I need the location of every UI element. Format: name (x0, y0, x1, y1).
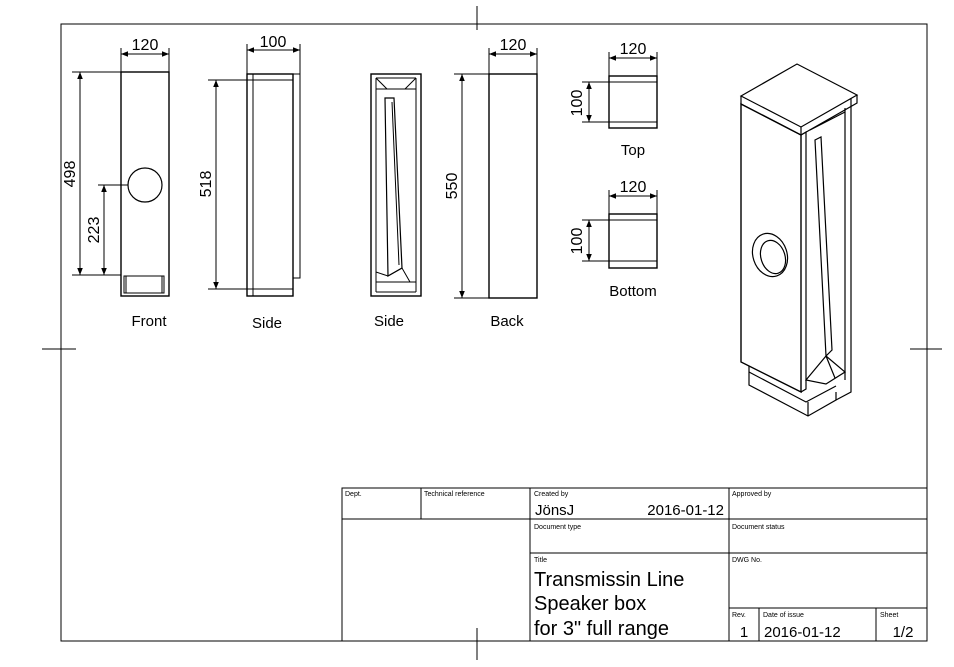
side1-width-dim: 100 (260, 34, 287, 51)
side-view-1 (208, 44, 301, 297)
bottom-view (582, 190, 658, 269)
date-of-issue-label: Date of issue (763, 612, 804, 619)
back-height-dim: 550 (444, 173, 461, 200)
title-line-3: for 3" full range (534, 618, 669, 640)
technical-reference-label: Technical reference (424, 491, 485, 498)
back-width-dim: 120 (500, 37, 527, 54)
title-block (341, 487, 928, 642)
front-height-dim: 498 (62, 161, 79, 188)
top-view (582, 52, 658, 129)
approved-by-label: Approved by (732, 491, 772, 498)
document-type-label: Document type (534, 524, 581, 531)
bottom-width-dim: 120 (620, 179, 647, 196)
title-line-2: Speaker box (534, 593, 646, 615)
front-label: Front (131, 313, 167, 330)
dwg-no-label: DWG No. (732, 557, 762, 564)
top-label: Top (621, 142, 645, 159)
rev-value: 1 (740, 624, 748, 641)
side1-height-dim: 518 (198, 171, 215, 198)
bottom-label: Bottom (609, 283, 657, 300)
sheet-label: Sheet (880, 612, 898, 619)
title-line-1: Transmissin Line (534, 569, 684, 591)
front-hole-dim: 223 (86, 217, 103, 244)
back-label: Back (490, 313, 524, 330)
back-view (454, 48, 538, 299)
dept-label: Dept. (345, 491, 362, 498)
created-by-value: JönsJ (535, 502, 574, 519)
front-view (72, 48, 170, 297)
rev-label: Rev. (732, 612, 746, 619)
bottom-height-dim: 100 (569, 228, 586, 255)
sheet-value: 1/2 (893, 624, 914, 641)
side-view-2 (370, 73, 422, 297)
side2-label: Side (374, 313, 404, 330)
top-height-dim: 100 (569, 90, 586, 117)
date-of-issue-value: 2016-01-12 (764, 624, 841, 641)
document-status-label: Document status (732, 524, 785, 531)
side1-label: Side (252, 315, 282, 332)
title-label: Title (534, 557, 547, 564)
front-width-dim: 120 (132, 37, 159, 54)
drawing-frame (42, 6, 942, 660)
created-date-value: 2016-01-12 (647, 502, 724, 519)
created-by-label: Created by (534, 491, 569, 498)
top-width-dim: 120 (620, 41, 647, 58)
isometric-view (739, 63, 859, 417)
